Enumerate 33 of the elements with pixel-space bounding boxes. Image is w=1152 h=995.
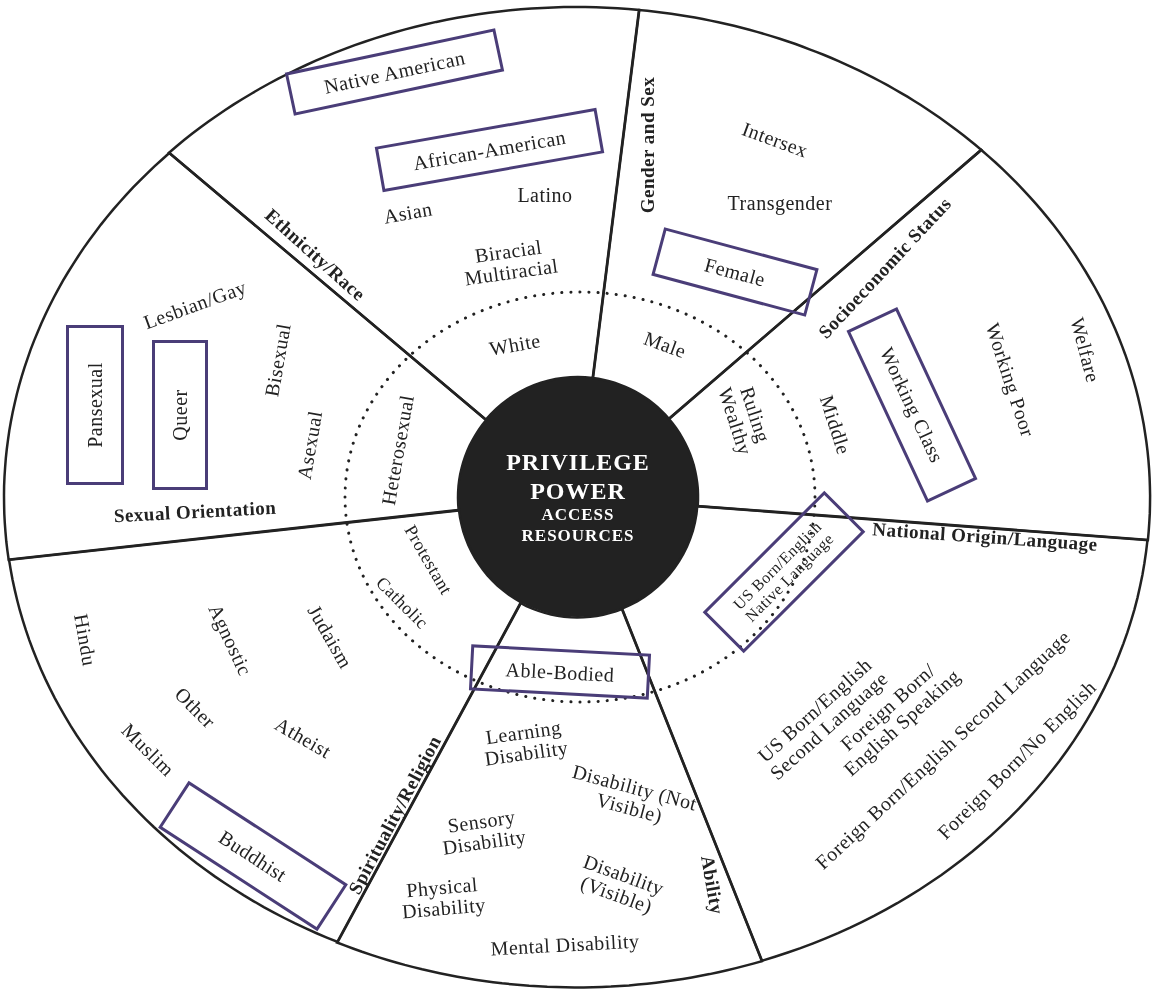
highlight-box (152, 340, 208, 490)
center-subtitle: ACCESS RESOURCES (520, 505, 636, 547)
highlight-label: Pansexual (84, 362, 106, 448)
segment-item: Ruling Wealthy (713, 382, 776, 460)
segment-item: White (487, 330, 543, 360)
segment-heading: National Origin/Language (871, 519, 1099, 555)
segment-item: Transgender (727, 192, 833, 214)
segment-heading: Gender and Sex (638, 76, 658, 214)
segment-item: Male (641, 327, 689, 363)
highlight-box (651, 227, 819, 317)
segment-heading: Sexual Orientation (113, 497, 277, 527)
segment-item: Learning Disability (482, 714, 571, 772)
segment-item: Sensory Disability (441, 804, 529, 861)
highlight-label: Able-Bodied (505, 658, 615, 686)
segment-item: Middle (815, 392, 855, 458)
segment-item: Welfare (1066, 315, 1104, 385)
segment-item: Asexual (293, 409, 327, 481)
segment-item: Working Poor (981, 320, 1039, 440)
segment-item: Hindu (70, 612, 100, 668)
segment-item: Asian (381, 198, 434, 228)
segment-item: Bisexual (261, 321, 295, 399)
center-title: PRIVILEGE POWER (505, 447, 651, 506)
highlight-box (66, 325, 124, 485)
segment-item: Heterosexual (377, 393, 418, 507)
highlight-label: Queer (169, 389, 191, 441)
highlight-box (702, 490, 866, 654)
segment-item: Mental Disability (490, 930, 640, 960)
segment-item: Latino (517, 184, 573, 206)
highlight-box (285, 28, 505, 116)
segment-heading: Ability (697, 854, 727, 916)
highlight-label: Native American (322, 46, 468, 98)
segment-item: Biracial Multiracial (462, 234, 561, 292)
highlight-label: Female (702, 253, 768, 291)
